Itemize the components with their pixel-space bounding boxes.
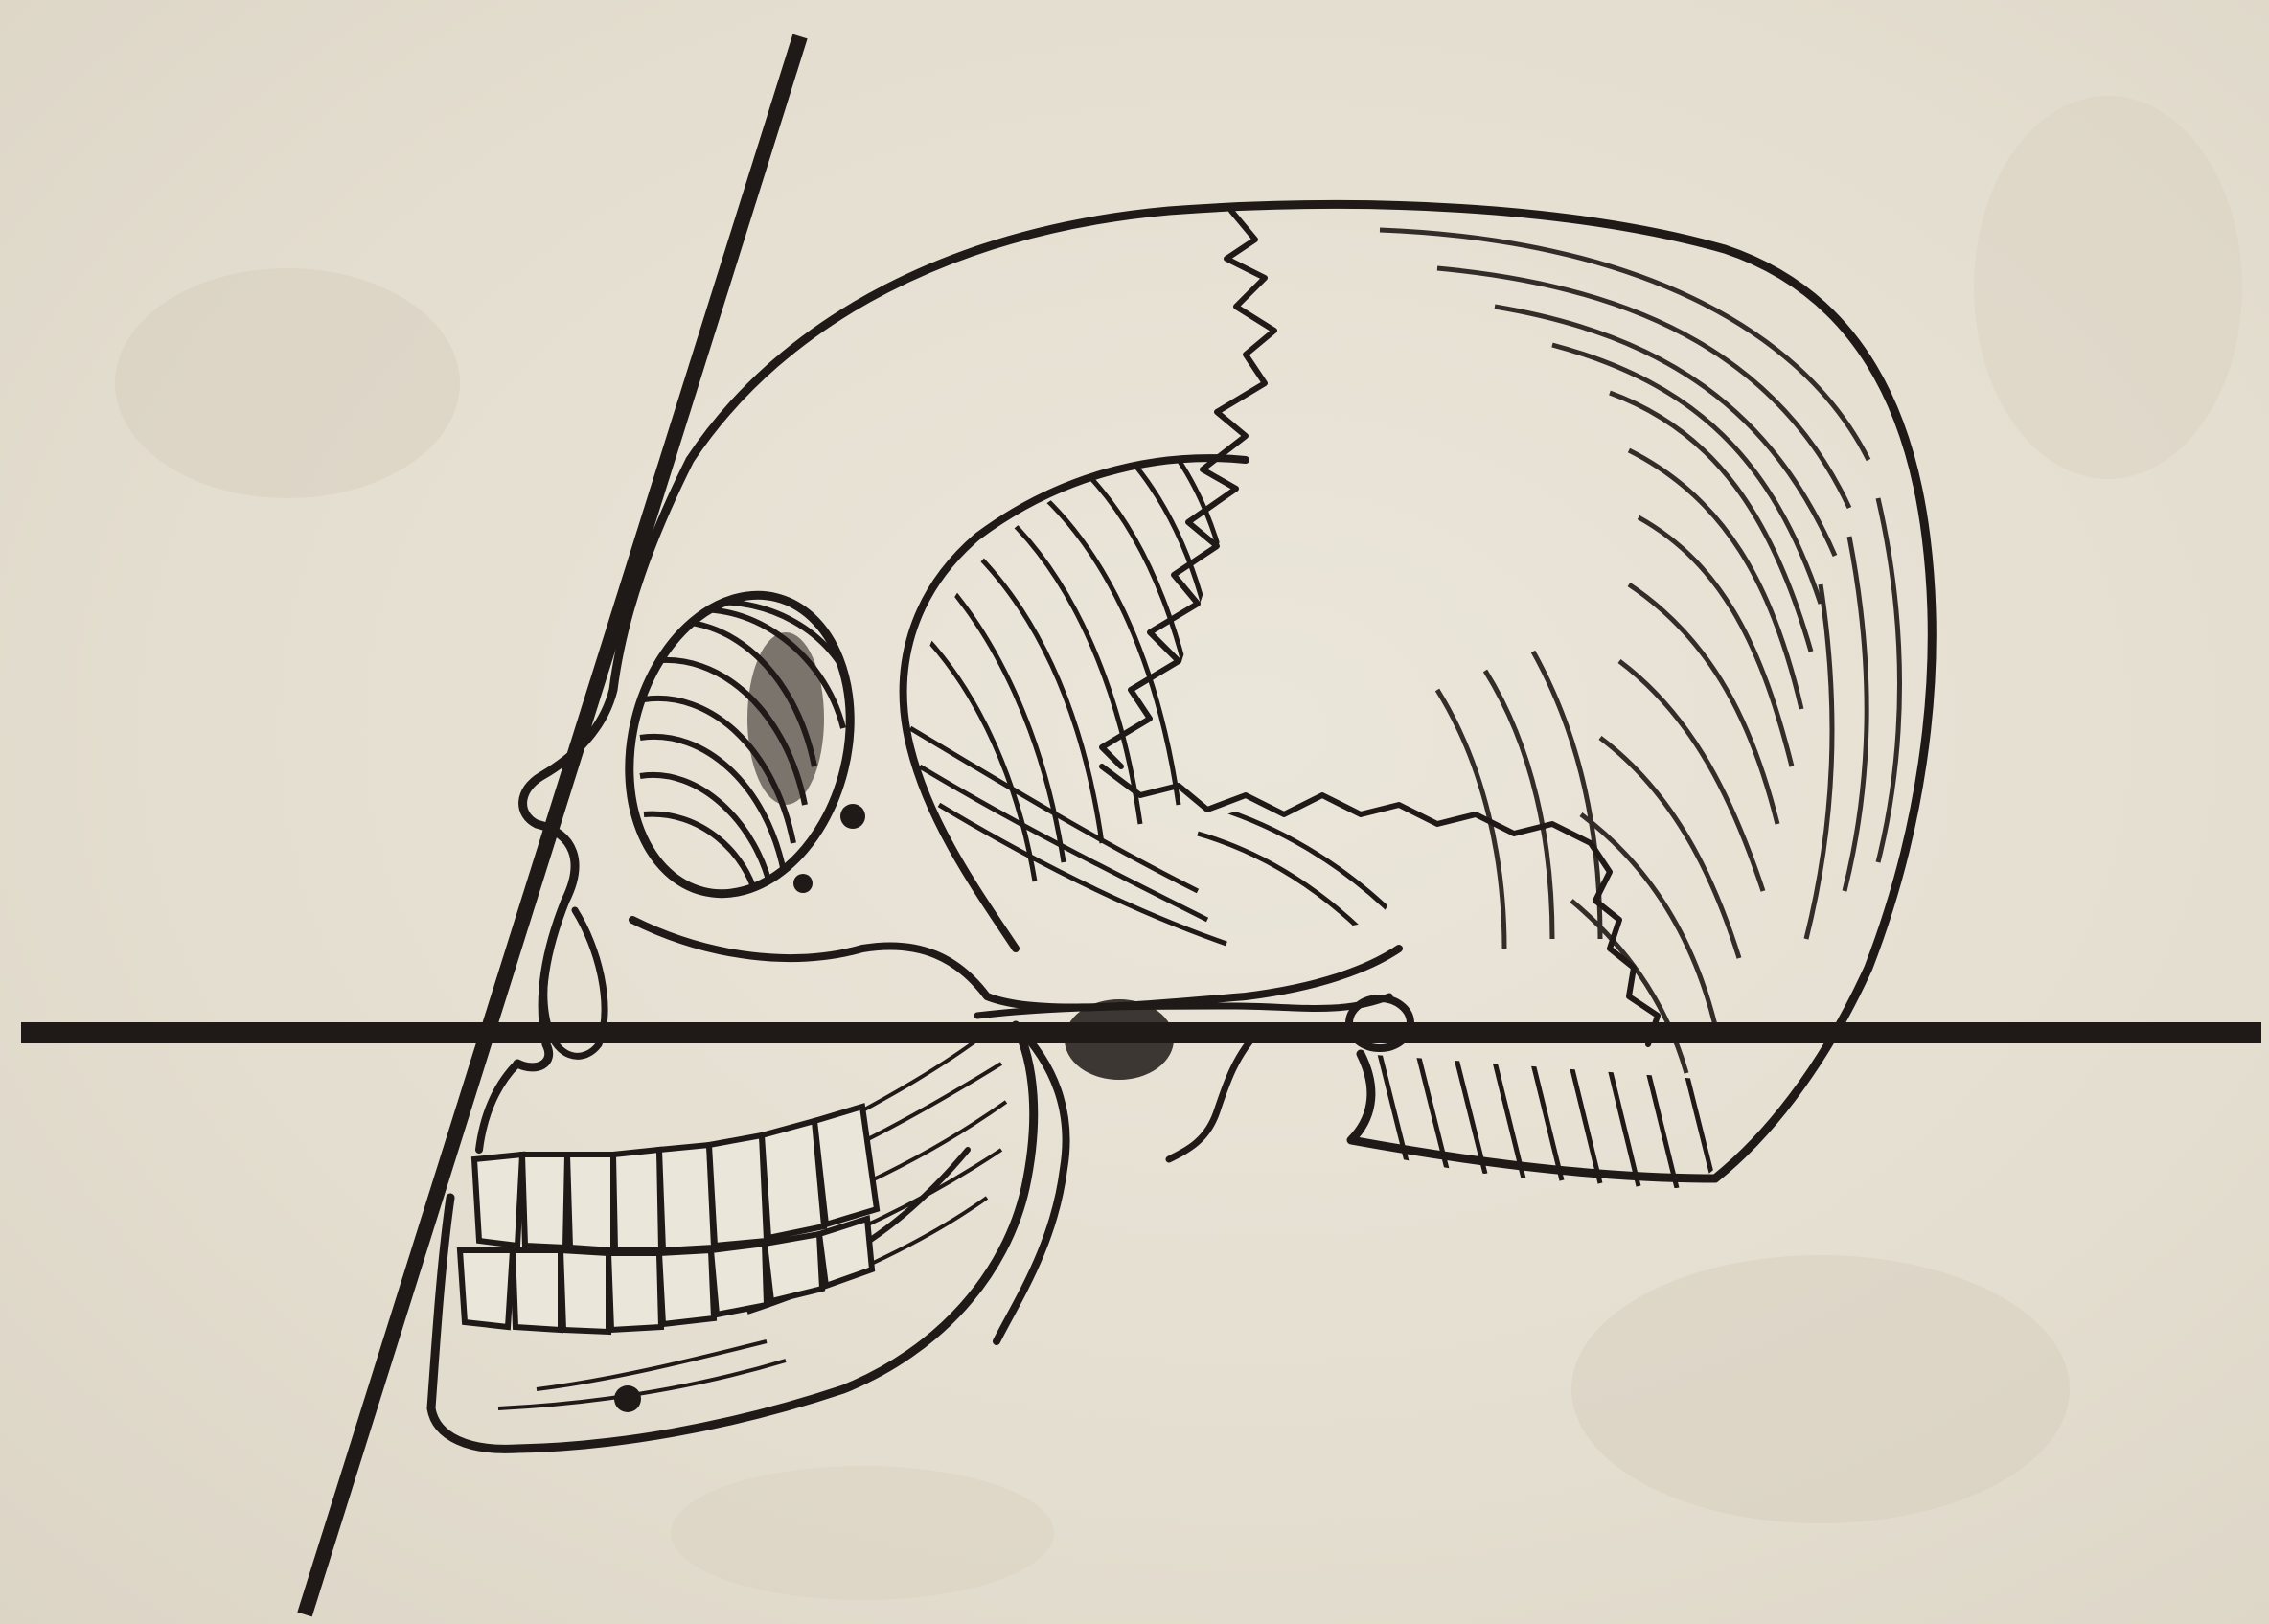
zygomatic-arch <box>632 920 1399 1008</box>
infraorbital-foramen <box>840 804 865 829</box>
coronal-suture <box>1102 211 1274 766</box>
mental-foramen <box>614 1385 641 1412</box>
vault-hatching <box>1380 230 1900 1073</box>
zygomatic-foramen <box>793 874 813 893</box>
maxilla <box>479 1064 517 1150</box>
upper-teeth <box>474 1107 877 1250</box>
temple-hatching <box>901 460 1399 944</box>
styloid-line <box>1169 1030 1260 1159</box>
lambdoid-suture <box>1591 843 1658 1044</box>
